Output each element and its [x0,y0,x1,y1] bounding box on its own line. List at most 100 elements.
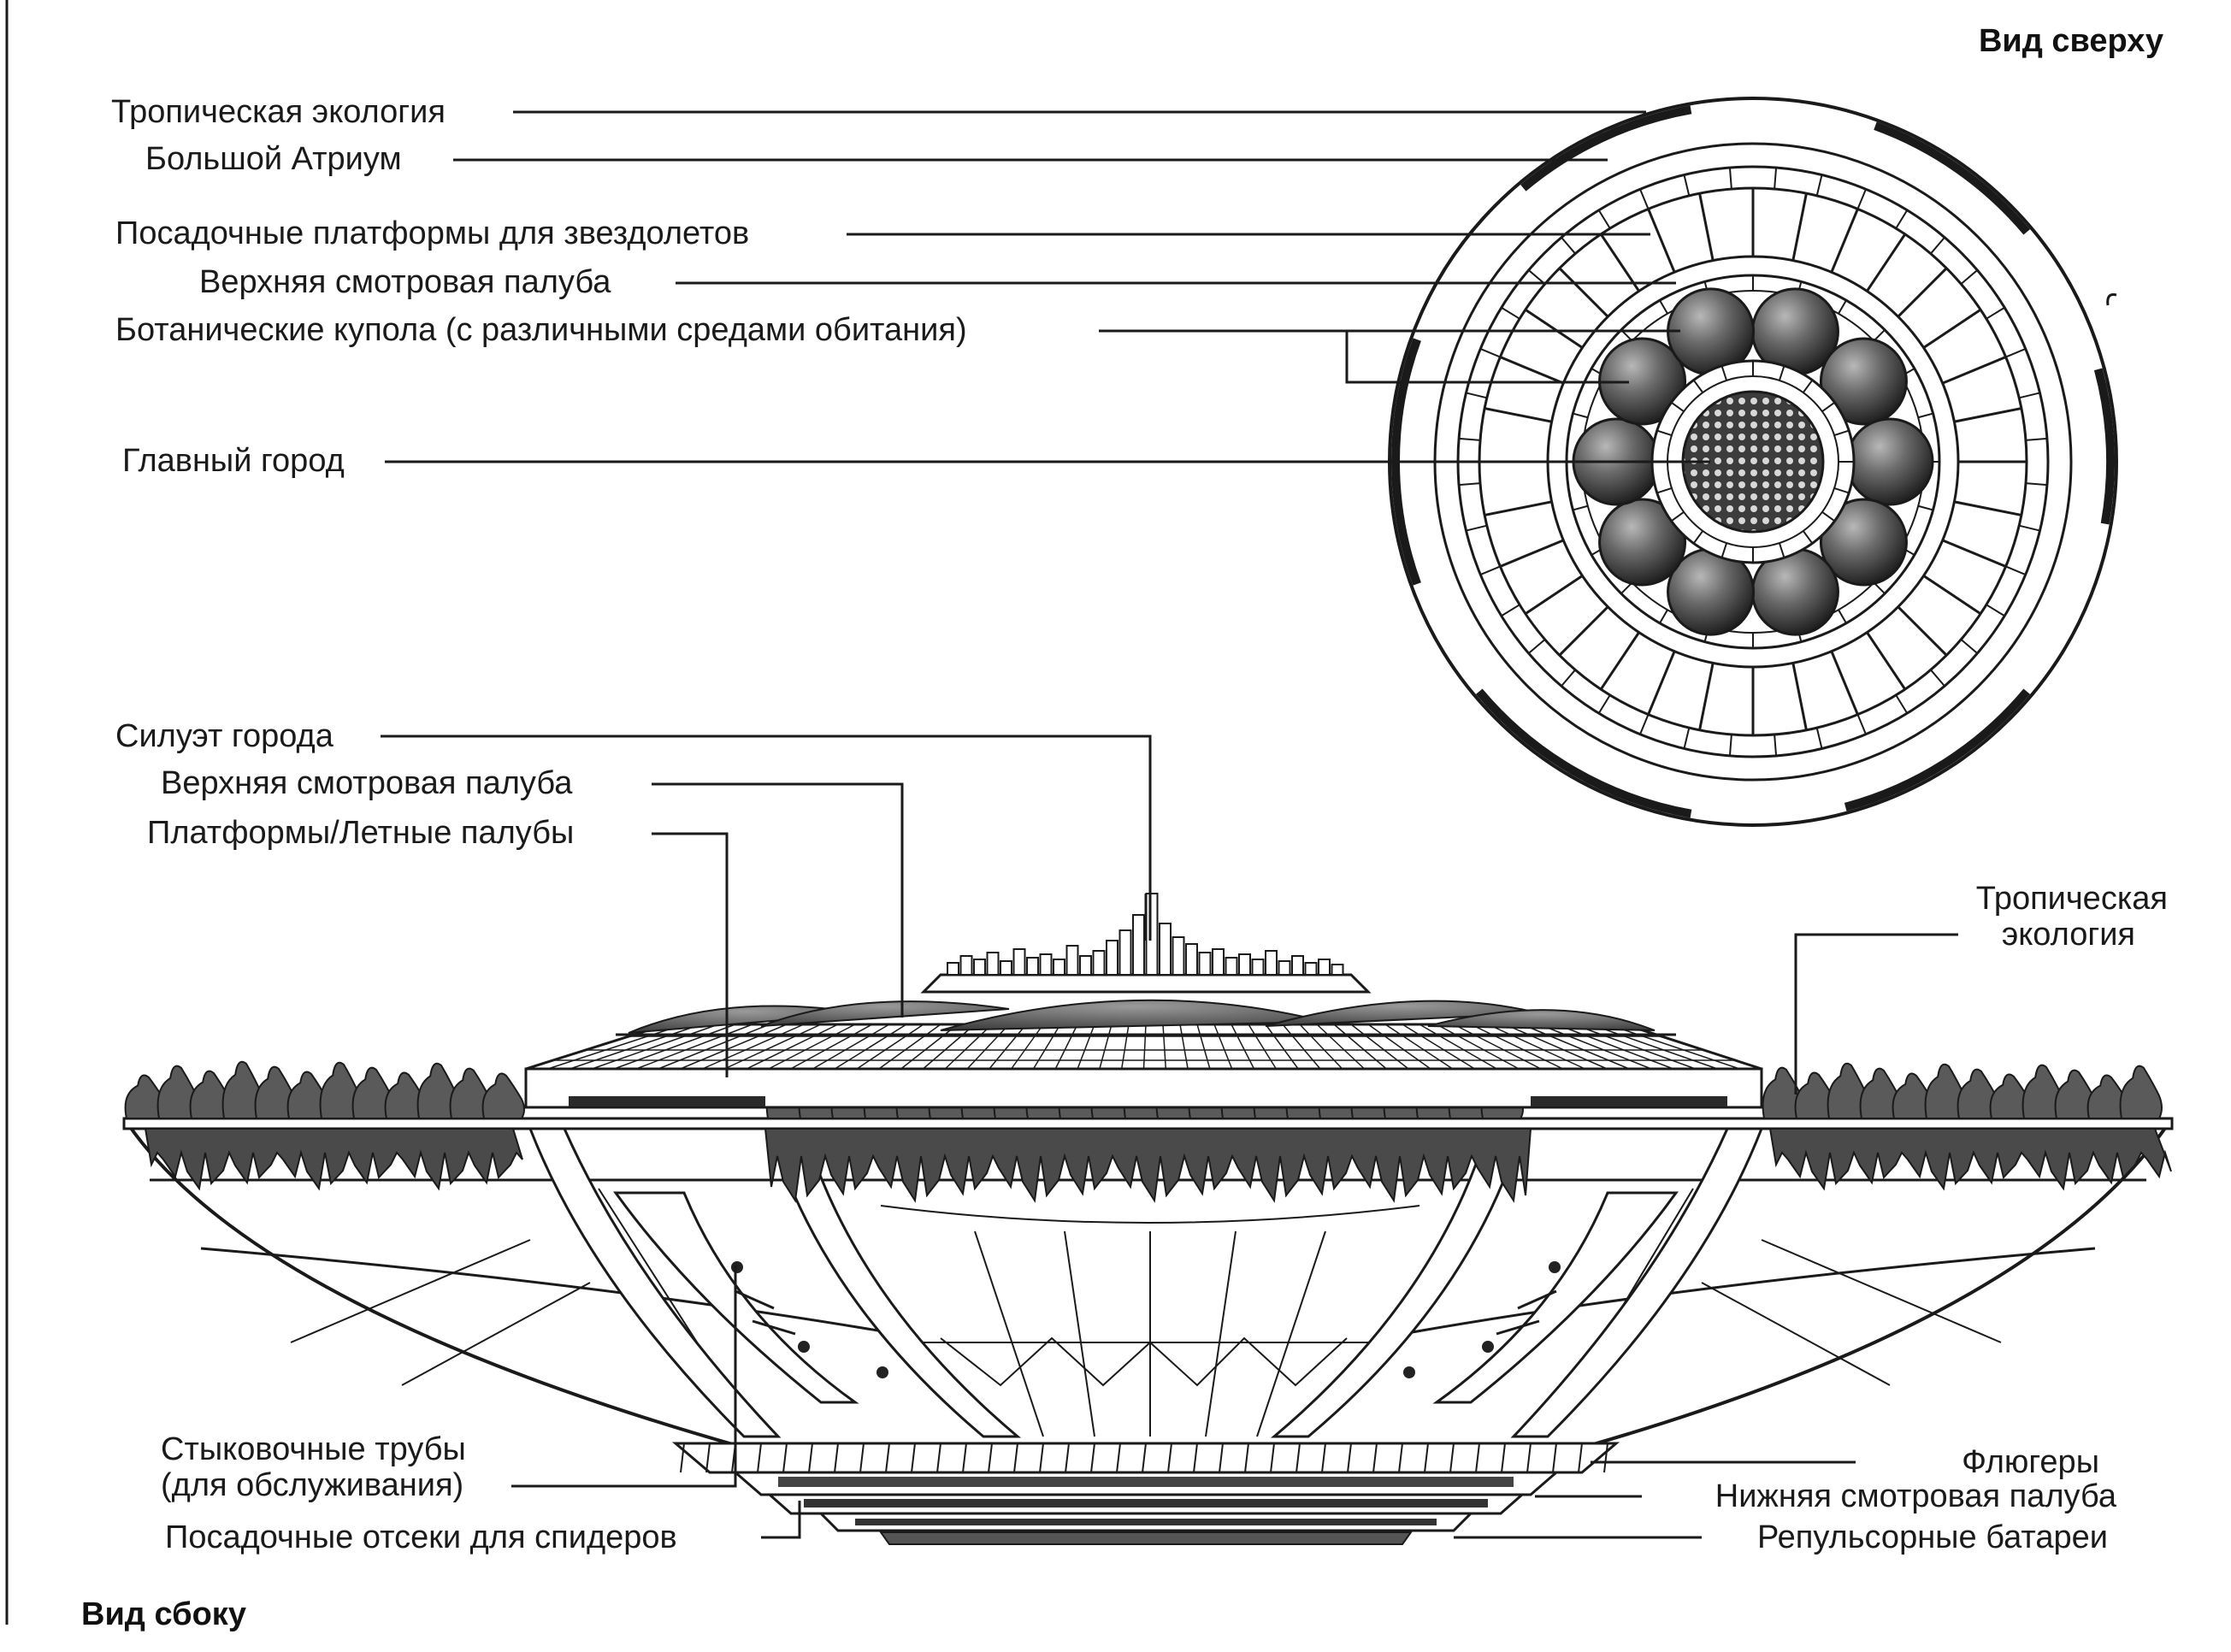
skyline-building [1291,955,1304,976]
atrium-divider [1561,669,1576,687]
platform-divider [1830,208,1859,273]
platform-divider [1647,208,1676,273]
deck-grid-line [856,1024,924,1070]
deck-grid-line [1419,1024,1497,1070]
skyline-base [920,973,1372,994]
foliage [144,1128,523,1191]
deck-grid-line [1470,1024,1564,1070]
vane [1193,1443,1198,1473]
deck-grid-line [900,1024,959,1070]
platform-divider [1499,356,1564,385]
deck-divider [1917,504,1933,511]
deck-grid-line [1316,1024,1366,1070]
label-tropical-side-2: экология [2002,917,2135,953]
city-segment [1656,429,1673,437]
skyline-building [1092,950,1106,976]
atrium-divider [1561,237,1576,255]
rim-arc [2093,368,2115,525]
flight-deck [524,1023,1763,1109]
atrium-divider [1986,306,2005,320]
label-repulsor-batteries: Репульсорные батареи [1757,1519,2108,1555]
skyline-building [1172,936,1185,976]
vane [859,1443,865,1473]
deck-grid-line [1367,1024,1431,1070]
docking-pod-right [1432,1191,1679,1404]
vane [1578,1443,1583,1473]
deck-grid-line [613,1024,736,1070]
skyline-building [1251,959,1265,976]
leader-upper-deck-side [652,782,904,1018]
deck-grid-line [1573,1024,1696,1070]
platform-divider [1954,407,2022,423]
ecology-deck [122,1117,2174,1130]
deck-grid-line [746,1024,839,1070]
atrium-divider [1930,669,1945,687]
deck-grid-line [1299,1024,1343,1070]
deck-grid-line [1538,1024,1652,1070]
label-docking-tubes-2: (для обслуживания) [161,1467,463,1503]
leader-platforms [652,832,729,1077]
platform-divider [1791,663,1808,731]
platform-dividers [1458,167,2048,757]
platform-divider [1942,539,2007,568]
deck-grid-line [1196,1024,1211,1070]
deck-grid-line [702,1024,805,1070]
atrium-divider [1501,604,1520,617]
skyline-building [973,959,986,976]
vane [1090,1443,1095,1473]
platform-divider [1558,605,1609,657]
deck-grid-line [922,1024,976,1070]
pod-light [731,1261,743,1273]
deck-divider [1917,412,1933,419]
vane [1244,1443,1249,1473]
skyline-building [1000,960,1012,976]
atrium-divider [1856,188,1867,209]
atrium-divider [1528,639,1546,654]
platform-divider [1484,407,1552,423]
vane [1142,1443,1147,1473]
side-view: Вид сбоку [81,718,2174,1632]
arch-left [528,1127,782,1438]
label-landing-platforms: Посадочные платформы для звездолетов [115,215,749,251]
deck-grid-line [878,1024,941,1070]
city-segment [1720,542,1728,558]
label-lower-observation-deck: Нижняя смотровая палуба [1715,1478,2117,1514]
atrium-divider [1501,306,1520,320]
vane [1526,1443,1532,1473]
deck-divider [1838,609,1847,624]
label-upper-observation-deck: Верхняя смотровая палуба [199,264,611,300]
platform-divider [1954,500,2022,516]
city-segment [1656,487,1673,494]
platform-divider [1866,631,1907,690]
skyline-building [1039,953,1053,976]
skyline-building [1212,948,1225,976]
skyline-building [1012,948,1026,976]
atrium-divider [1774,734,1778,757]
botanical-dome [1598,498,1687,587]
deck-grid-line [1453,1024,1542,1070]
platform-divider [1499,539,1564,568]
city-ring-segments [1652,361,1854,563]
arch-right-inner [1270,1127,1525,1438]
deck-divider [1659,299,1668,315]
label-docking-tubes-1: Стыковочные трубы [161,1431,466,1467]
vane [911,1443,916,1473]
vane [1347,1443,1352,1473]
vane [1603,1443,1608,1473]
platform-divider [1897,267,1948,318]
atrium-divider [1597,209,1611,229]
skyline-building [1053,959,1065,976]
pod-light [798,1341,810,1353]
atrium-divider [1458,437,1481,441]
arch-right [1510,1127,1764,1438]
deck-divider [1838,299,1847,315]
atrium-divider [2018,524,2040,532]
platform-divider [1922,575,1981,616]
atrium-divider [1466,524,1488,532]
deck-grid-line [1282,1024,1321,1070]
arch-left-inner [767,1127,1022,1438]
rim-arc [1475,688,1692,818]
skyline-building [1185,943,1198,976]
atrium-divider [1815,174,1823,197]
platform-divider [1897,605,1948,657]
